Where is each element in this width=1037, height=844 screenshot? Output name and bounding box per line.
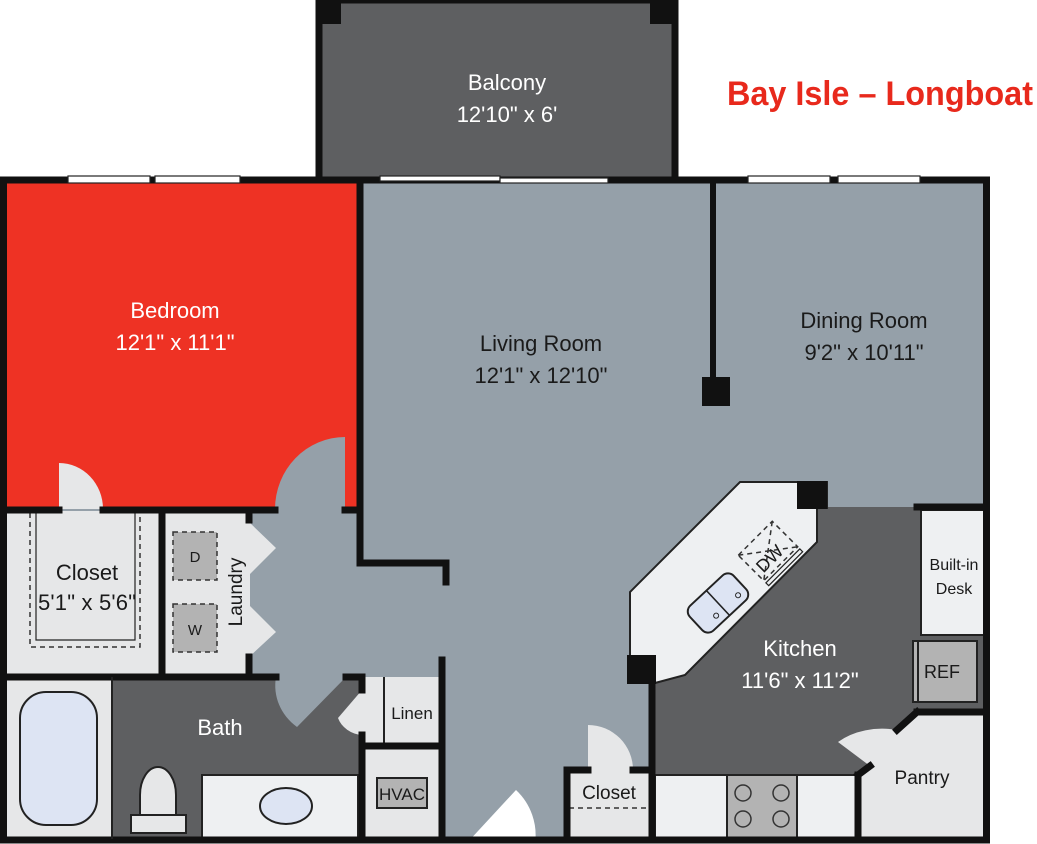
balcony-post [650,0,674,24]
sink [259,787,313,825]
sliding-door[interactable] [499,177,609,184]
bath-label: Bath [197,715,242,740]
bathtub [19,691,98,826]
desk-label-2: Desk [936,581,973,598]
closet-2-door[interactable] [588,725,633,770]
bedroom-label: Bedroom [130,298,219,323]
dryer-label: D [190,549,201,566]
kitchen-sink [686,572,750,634]
stove [726,774,798,840]
linen-door[interactable] [338,690,362,735]
closet-size: 5'1" x 5'6" [38,590,136,615]
plan-title: Bay Isle – Longboat [727,75,1033,113]
burner [734,784,752,802]
washer [172,603,218,653]
kitchen-label: Kitchen [763,636,836,661]
closet-door[interactable] [59,463,103,509]
burner [772,784,790,802]
kitchen-size: 11'6" x 11'2" [741,668,858,693]
sliding-door[interactable] [379,175,501,182]
washer-label: W [188,622,203,639]
closet-label: Closet [56,560,118,585]
dining-room-label: Dining Room [800,308,927,333]
hvac-unit [376,777,428,809]
toilet-tank [130,814,187,834]
burner [734,810,752,828]
column [702,377,730,406]
kitchen [652,507,986,775]
balcony-post [319,0,341,24]
bath-door[interactable] [275,677,346,727]
column [797,481,827,509]
dryer [172,531,218,581]
pantry-label: Pantry [895,768,950,789]
bedroom-door[interactable] [275,437,345,509]
dining-room-size: 9'2" x 10'11" [804,340,923,365]
pantry [838,712,986,839]
balcony [315,0,679,184]
toilet [139,766,177,816]
bedroom-size: 12'1" x 11'1" [115,330,234,355]
balcony-size: 12'10" x 6' [457,102,558,127]
living-room-label: Living Room [480,331,602,356]
linen-label: Linen [391,704,433,723]
closet-2-label: Closet [582,783,637,804]
hvac-label: HVAC [379,785,425,804]
built-in-desk [920,509,987,636]
burner [772,810,790,828]
windows [67,175,921,184]
laundry-label: Laundry [226,557,247,626]
entry-door[interactable] [466,790,536,844]
desk-label: Built-in [930,557,979,574]
refrigerator-label: REF [924,662,960,682]
linen-closet [362,677,442,745]
living-room-size: 12'1" x 12'10" [475,363,608,388]
balcony-label: Balcony [468,70,546,95]
refrigerator [912,640,978,703]
closet-2 [567,770,652,839]
